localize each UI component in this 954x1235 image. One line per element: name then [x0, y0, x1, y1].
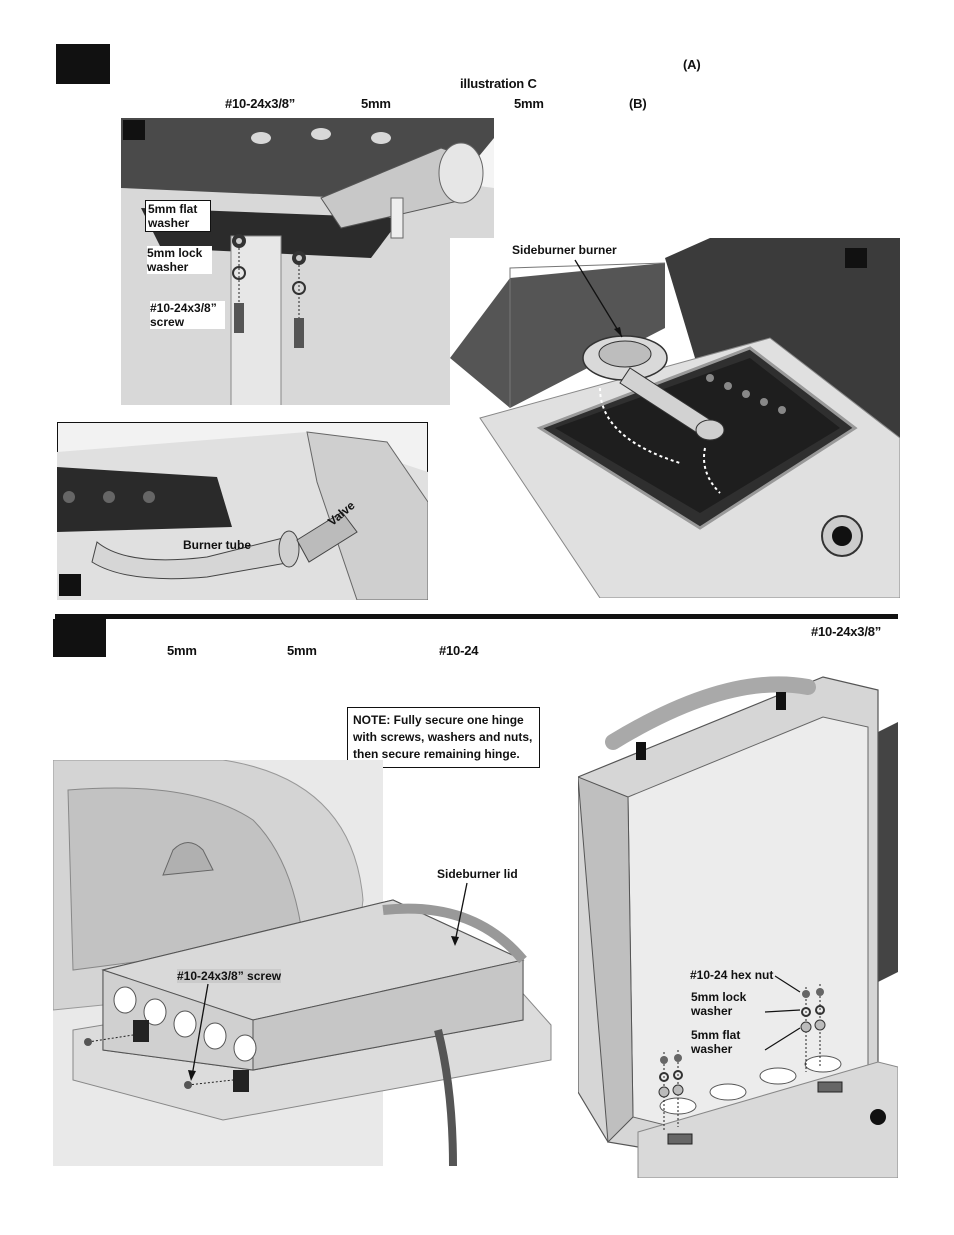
fig-a-lock-washer-label: 5mm lock washer	[147, 246, 212, 274]
left-screw-label: #10-24x3/8” screw	[177, 969, 282, 983]
figure-b-sideburner-burner	[450, 238, 900, 598]
step-divider	[55, 614, 898, 619]
step1-ref-a: (A)	[683, 57, 701, 72]
figure-c-burner-tube-valve	[57, 422, 428, 600]
step1-ref-b: (B)	[629, 96, 647, 111]
lid-label: Sideburner lid	[437, 867, 518, 881]
step2-note-box: NOTE: Fully secure one hinge with screws…	[347, 707, 540, 768]
fig-a-flat-washer-label: 5mm flat washer	[145, 200, 211, 232]
right-hardware-leaders	[764, 975, 801, 1051]
figure-a-burner-bracket	[121, 118, 494, 405]
step2-5mm-2: 5mm	[287, 643, 317, 658]
fig-b-burner-leader	[574, 259, 623, 338]
fig-c-burner-tube-label: Burner tube	[183, 538, 252, 552]
step1-illustration-ref: illustration C	[460, 76, 537, 91]
step1-5mm-1: 5mm	[361, 96, 391, 111]
fig-a-screw-label: #10-24x3/8” screw	[150, 301, 225, 329]
step-1-number-box	[56, 44, 110, 84]
right-hex-nut-label: #10-24 hex nut	[690, 968, 774, 982]
right-lock-washer-label: 5mm lock washer	[691, 990, 747, 1018]
fig-b-burner-label: Sideburner burner	[512, 243, 617, 257]
figure-sideburner-lid-open	[578, 672, 898, 1178]
step2-nut-spec: #10-24	[439, 643, 479, 658]
right-flat-washer-label: 5mm flat washer	[691, 1028, 741, 1056]
step2-5mm-1: 5mm	[167, 643, 197, 658]
lid-leader	[451, 882, 468, 946]
step2-screw-spec: #10-24x3/8”	[811, 624, 882, 639]
step1-5mm-2: 5mm	[514, 96, 544, 111]
step-2-number-box	[53, 619, 106, 657]
step1-screw-spec: #10-24x3/8”	[225, 96, 296, 111]
left-screw-leader	[188, 983, 209, 1081]
figure-sideburner-lid-closed	[53, 760, 552, 1166]
